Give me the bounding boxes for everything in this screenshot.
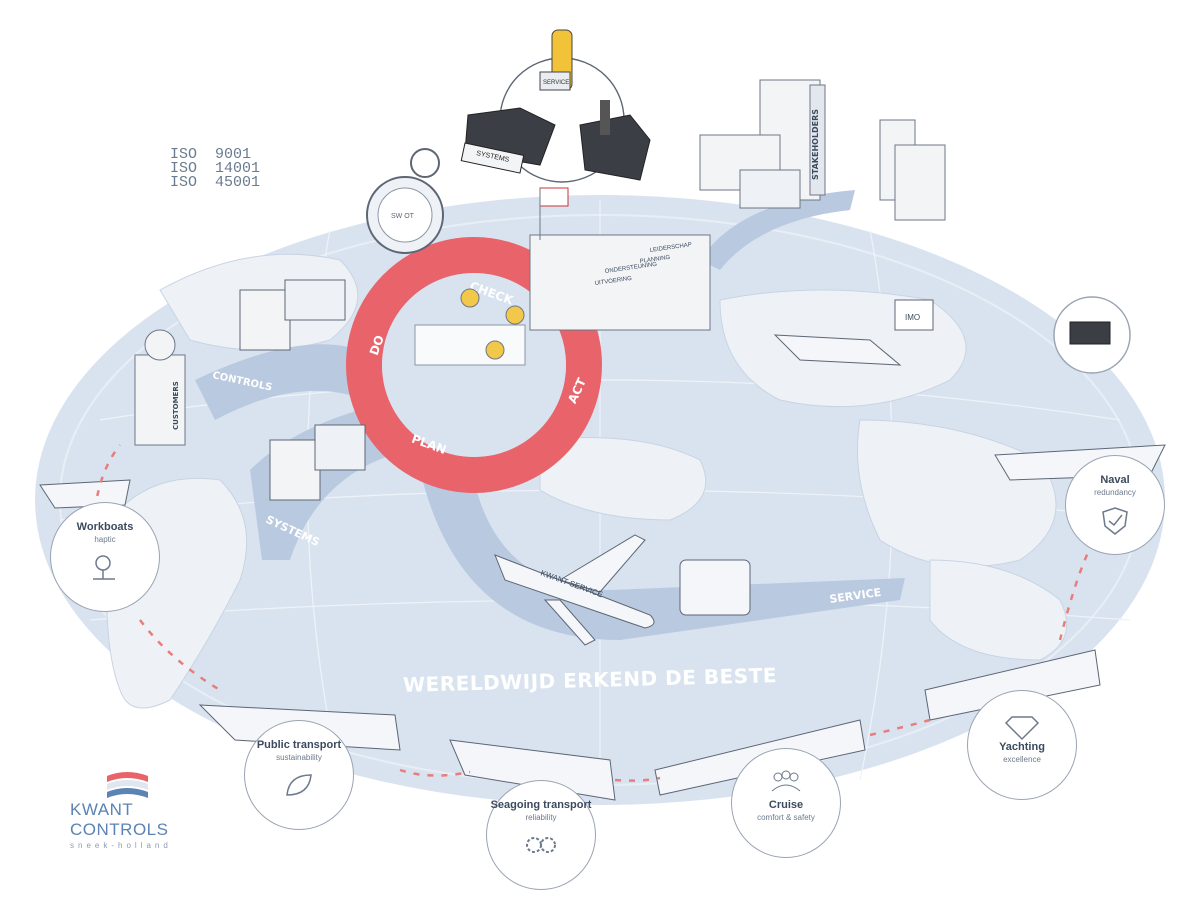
service-case-label: SERVICE [543, 80, 569, 86]
segment-yachting: Yachting excellence [967, 690, 1077, 800]
segment-cruise: Cruise comfort & safety [731, 748, 841, 858]
stakeholders-buildings: STAKEHOLDERS [699, 79, 946, 221]
imo-label: IMO [905, 313, 920, 322]
logo-flag-icon [107, 772, 148, 798]
customers-label: CUSTOMERS [172, 381, 180, 430]
segment-sub: comfort & safety [757, 813, 815, 822]
pdca-cycle: CHECK DO ACT PLAN [346, 237, 602, 493]
container-ship [449, 739, 616, 801]
segment-title: Cruise [768, 799, 804, 811]
management-building: LEIDERSCHAP PLANNING ONDERSTEUNING UITVO… [529, 187, 711, 331]
segment-sub: haptic [94, 535, 116, 544]
building-planning: PLANNING [639, 255, 671, 265]
segment-sub: redundancy [1094, 488, 1136, 497]
segment-title: Workboats [76, 521, 134, 533]
dashed-route [93, 444, 1102, 782]
gears-icon [526, 837, 556, 853]
controls-road [195, 344, 360, 420]
iso-45001: ISO 45001 [170, 174, 261, 191]
segment-sub: sustainability [276, 753, 322, 762]
compass-label: SW OT [391, 213, 415, 220]
leaf-icon [286, 774, 312, 796]
service-road [420, 460, 905, 640]
hand-lever-icon [93, 555, 115, 580]
yacht-ship [924, 649, 1101, 721]
stakeholders-label: STAKEHOLDERS [811, 109, 820, 180]
service-van [679, 559, 751, 616]
logo-subtitle: sneek-holland [70, 841, 172, 850]
building-leiderschap: LEIDERSCHAP [649, 242, 692, 254]
compass-icon: SW OT [366, 148, 444, 254]
imo-boat: IMO [773, 299, 934, 366]
segment-title: Seagoing transport [490, 799, 592, 811]
iso-9001: ISO 9001 [170, 146, 252, 163]
diamond-icon [1004, 716, 1040, 741]
segment-sub: reliability [525, 813, 557, 822]
people-icon [771, 770, 801, 792]
segment-title: Public transport [256, 739, 342, 751]
building-uitvoering: UITVOERING [594, 276, 632, 287]
truck-controls [239, 279, 346, 351]
stakeholders-road [700, 190, 855, 270]
iso-certifications: ISO 9001 ISO 14001 ISO 45001 [170, 146, 261, 191]
segment-workboats: Workboats haptic [50, 502, 160, 612]
airplane: KWANT SERVICE [494, 534, 655, 646]
customers-building: CUSTOMERS [134, 329, 186, 446]
truck-systems [269, 424, 366, 501]
shield-check-icon [1102, 507, 1128, 535]
kwant-controls-logo: KWANT CONTROLS sneek-holland [70, 770, 200, 850]
segment-public-transport: Public transport sustainability [244, 720, 354, 830]
segment-seagoing-transport: Seagoing transport reliability [486, 780, 596, 890]
logo-name: KWANT CONTROLS [70, 800, 169, 839]
segment-naval: Naval redundancy [1065, 455, 1165, 555]
segment-title: Naval [1100, 474, 1130, 486]
segment-sub: excellence [1003, 755, 1041, 764]
control-units-top: SERVICE SYSTEMS [460, 29, 651, 183]
pdca-do-label: DO [367, 333, 387, 357]
iso-14001: ISO 14001 [170, 160, 261, 177]
segment-title: Yachting [999, 741, 1045, 753]
